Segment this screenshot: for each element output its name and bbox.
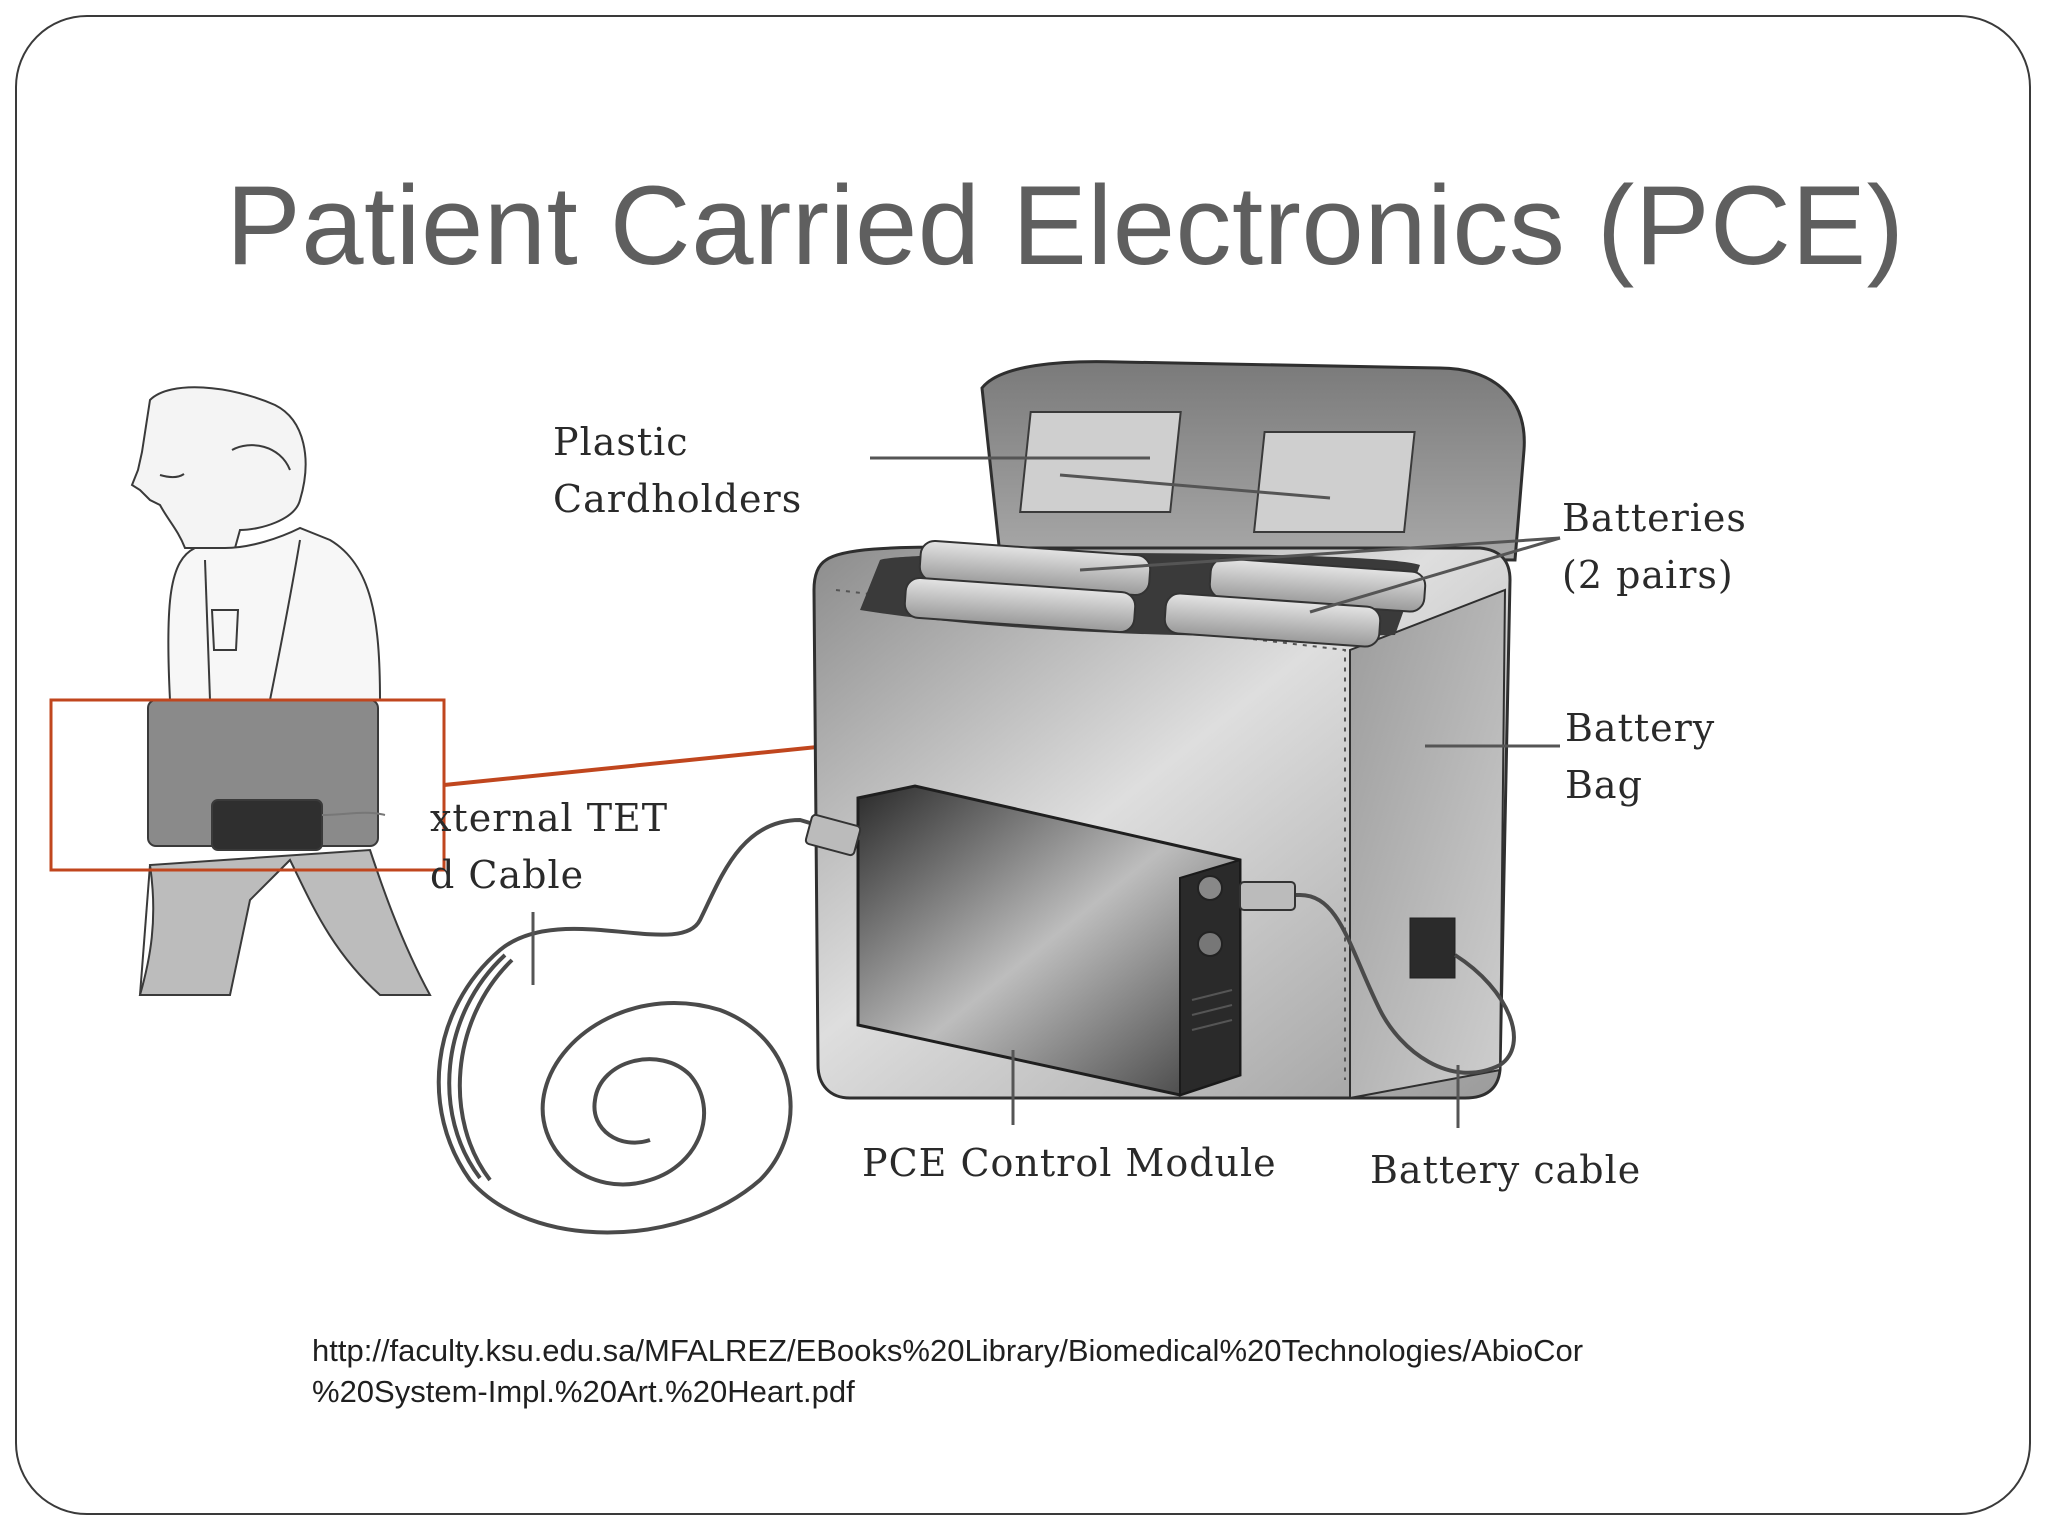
source-url-line-1[interactable]: http://faculty.ksu.edu.sa/MFALREZ/EBooks…: [312, 1333, 1584, 1368]
source-citation: http://faculty.ksu.edu.sa/MFALREZ/EBooks…: [312, 1330, 1583, 1412]
slide-title: Patient Carried Electronics (PCE): [226, 163, 1905, 288]
battery-2: [903, 576, 1137, 634]
tet-connector: [804, 813, 862, 857]
leader-lines: [531, 456, 1561, 1128]
cardholder-right: [1252, 431, 1416, 533]
label-pce-control-module: PCE Control Module: [862, 1141, 1277, 1185]
cardholder-left: [1019, 411, 1182, 513]
label-batteries: Batteries (2 pairs): [1562, 496, 1747, 597]
tet-cable: [436, 817, 861, 1235]
battery-bag-lid: [980, 360, 1526, 562]
label-battery-cable: Battery cable: [1370, 1148, 1642, 1192]
label-battery-bag: Battery Bag: [1565, 706, 1716, 807]
battery-cable: [1240, 893, 1516, 1075]
battery-bag-port: [1409, 917, 1456, 979]
patient-figure: [130, 386, 432, 996]
source-url-line-2[interactable]: %20System-Impl.%20Art.%20Heart.pdf: [312, 1374, 855, 1410]
pce-control-module: [856, 784, 1242, 1097]
cables: [436, 817, 1516, 1235]
label-external-tet-cable: xternal TET d Cable: [430, 796, 669, 897]
label-plastic-cardholders: Plastic Cardholders: [553, 420, 803, 521]
module-battery-connector: [1239, 881, 1296, 911]
